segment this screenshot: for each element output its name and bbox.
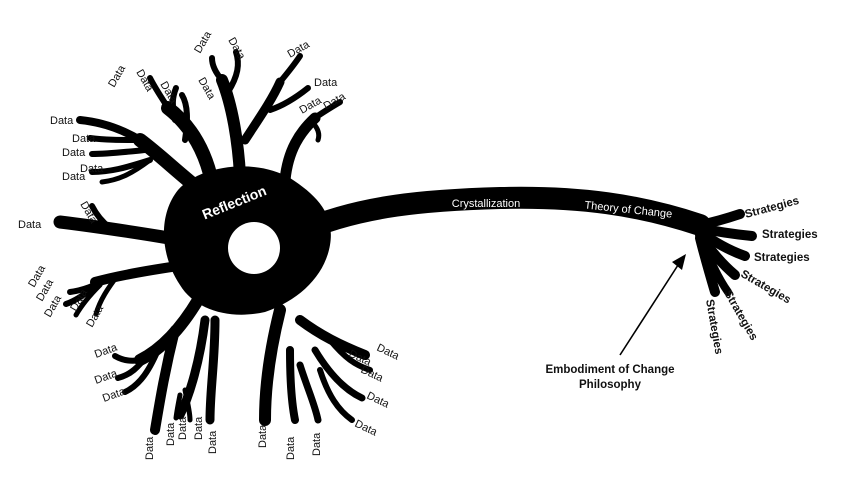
data-label: Data: [93, 367, 120, 387]
data-label: Data: [207, 430, 219, 454]
axon-label-crystallization: Crystallization: [452, 198, 520, 210]
strategies-label: Strategies: [762, 229, 818, 241]
data-label: Data: [84, 303, 106, 330]
data-label: Data: [165, 422, 177, 446]
data-label: Data: [72, 133, 96, 145]
data-label: Data: [257, 424, 269, 448]
data-label: Data: [195, 76, 217, 103]
data-label: Data: [18, 219, 42, 231]
embodiment-arrow: [619, 254, 686, 356]
data-label: Data: [322, 90, 349, 112]
nucleus: [228, 222, 280, 274]
data-label: Data: [106, 63, 128, 90]
axon-terminals: [695, 209, 757, 297]
data-label: Data: [62, 171, 86, 183]
data-label: Data: [353, 418, 380, 439]
data-label: Data: [80, 163, 104, 175]
strategies-label: Strategies: [721, 289, 759, 343]
data-label: Data: [375, 342, 402, 363]
data-label: Data: [311, 432, 323, 456]
axon: [289, 186, 711, 243]
data-label: Data: [50, 115, 74, 127]
caption-line-1: Embodiment of Change: [545, 364, 674, 376]
data-label: Data: [225, 36, 247, 63]
data-label: Data: [192, 29, 214, 56]
strategies-label: Strategies: [754, 252, 810, 264]
data-label: Data: [285, 436, 297, 460]
data-label: Data: [359, 364, 386, 385]
data-label: Data: [101, 385, 128, 405]
dendrites: [53, 49, 373, 435]
data-label: Data: [177, 416, 189, 440]
data-label: Data: [62, 147, 86, 159]
strategies-label: Strategies: [744, 195, 801, 221]
data-label: Data: [193, 416, 205, 440]
strategies-label: Strategies: [703, 298, 724, 355]
data-label: Data: [314, 77, 338, 89]
caption-line-2: Philosophy: [579, 379, 642, 391]
strategies-label: Strategies: [739, 268, 793, 306]
data-label: Data: [365, 390, 392, 411]
data-label: Data: [144, 436, 156, 460]
data-label: Data: [133, 68, 155, 95]
